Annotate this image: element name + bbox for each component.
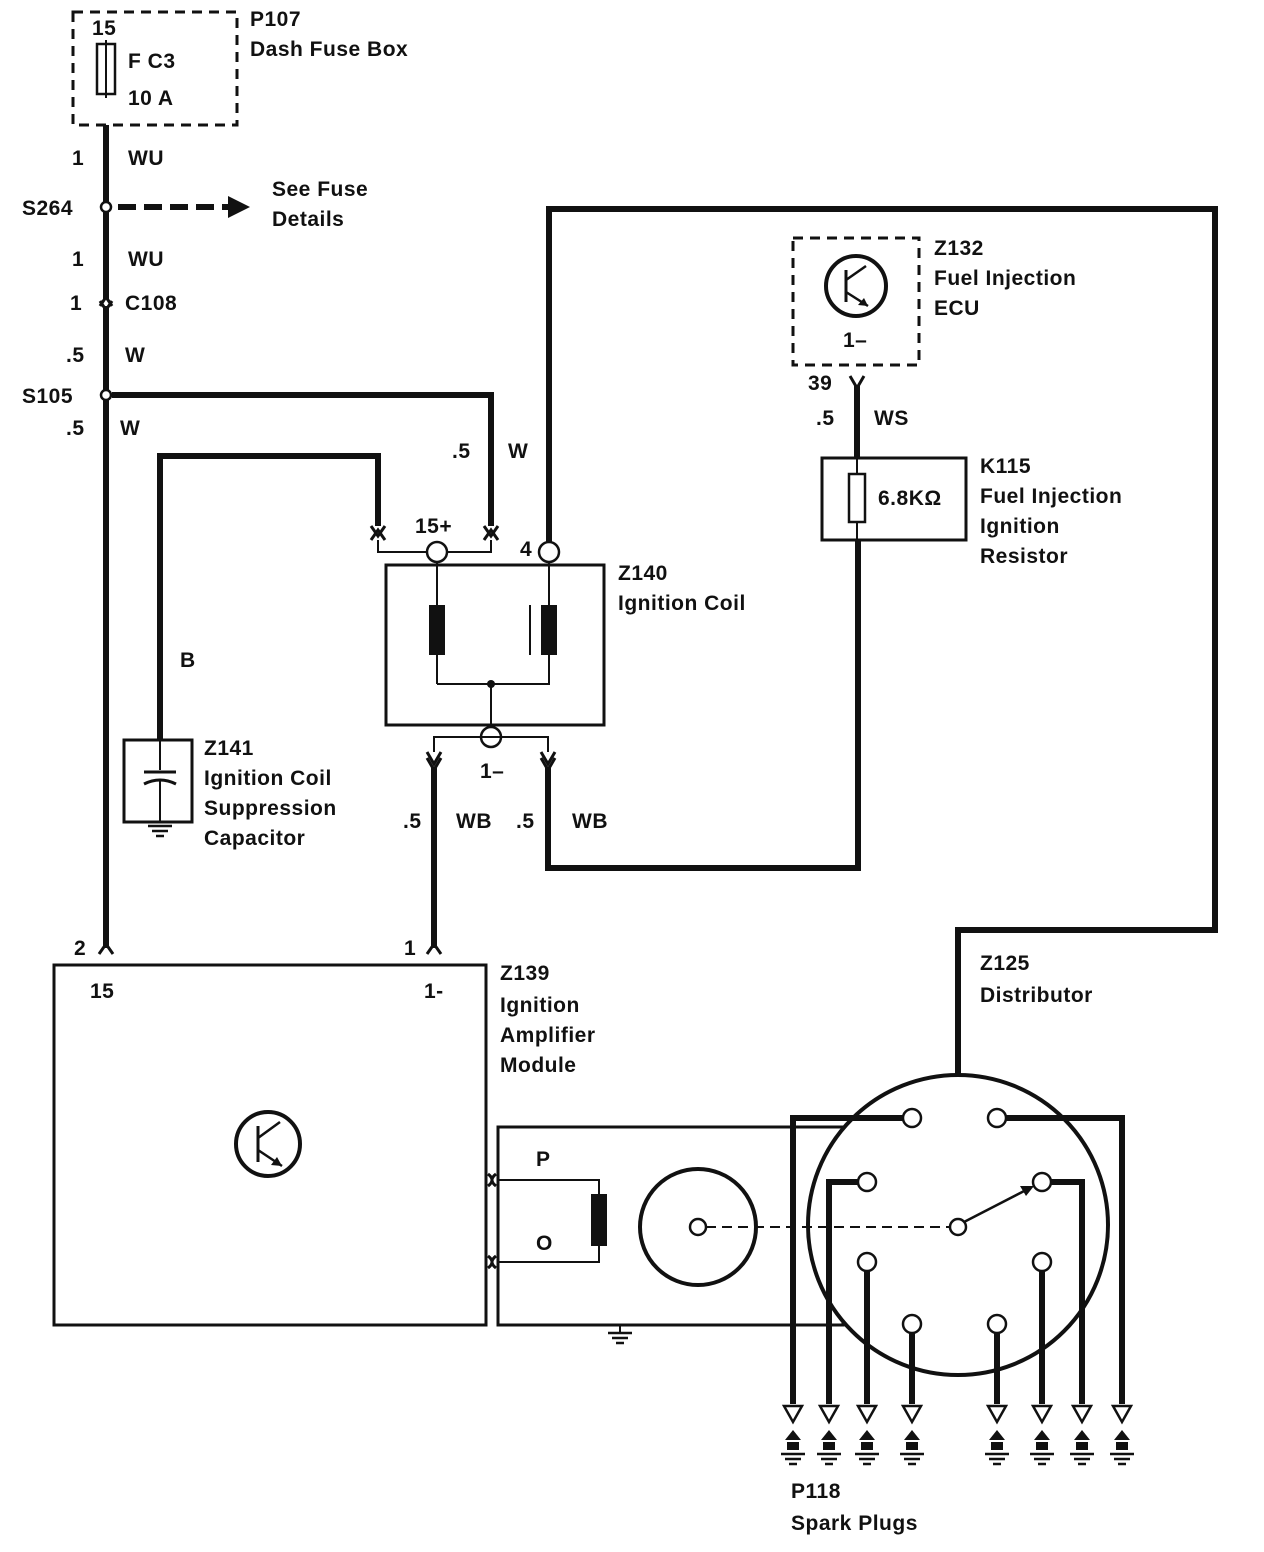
spark-plug-icon bbox=[1110, 1404, 1134, 1466]
neg2-color: WB bbox=[572, 810, 608, 833]
fuse-details-line1: See Fuse bbox=[272, 178, 368, 201]
spark-plugs bbox=[781, 1404, 1134, 1466]
distributor-name: Distributor bbox=[980, 984, 1093, 1007]
coil-negative-wires bbox=[425, 540, 861, 955]
amp-line3: Module bbox=[500, 1054, 577, 1077]
wire3-color: W bbox=[125, 344, 145, 367]
main-feed-wire bbox=[97, 125, 250, 955]
wire1-color: WU bbox=[128, 147, 164, 170]
amp-line1: Ignition bbox=[500, 994, 580, 1017]
fuse-id: F C3 bbox=[128, 50, 176, 73]
fuse-box-name: Dash Fuse Box bbox=[250, 38, 408, 61]
neg1-size: .5 bbox=[403, 810, 422, 833]
plugs-ref: P118 bbox=[791, 1480, 841, 1503]
suppression-capacitor bbox=[122, 738, 194, 838]
capacitor-wire bbox=[157, 453, 387, 740]
coil-feed-wire bbox=[112, 392, 500, 541]
ecu-line1: Fuel Injection bbox=[934, 267, 1076, 290]
resistor-line3: Resistor bbox=[980, 545, 1068, 568]
amp-terminal-neg: 1- bbox=[424, 980, 444, 1003]
wire4-color: W bbox=[120, 417, 140, 440]
wire1-size: 1 bbox=[72, 147, 84, 170]
neg1-color: WB bbox=[456, 810, 492, 833]
spark-plug-icon bbox=[781, 1404, 805, 1466]
resistor-line2: Ignition bbox=[980, 515, 1060, 538]
coil-ref: Z140 bbox=[618, 562, 668, 585]
amp-pin2: 2 bbox=[74, 937, 86, 960]
ecu-ref: Z132 bbox=[934, 237, 984, 260]
ecu-pin-label: 1– bbox=[843, 329, 867, 352]
wire5-size: .5 bbox=[452, 440, 471, 463]
splice-s264: S264 bbox=[22, 197, 73, 220]
ecu-line2: ECU bbox=[934, 297, 980, 320]
distributor-ref: Z125 bbox=[980, 952, 1030, 975]
coil-pos-terminal: 15+ bbox=[415, 515, 452, 538]
spark-plug-icon bbox=[1030, 1404, 1054, 1466]
capacitor-wire-color: B bbox=[180, 649, 196, 672]
ignition-amplifier-module bbox=[52, 963, 488, 1327]
resistor-ref: K115 bbox=[980, 455, 1031, 478]
wire5-color: W bbox=[508, 440, 528, 463]
spark-plug-icon bbox=[985, 1404, 1009, 1466]
amp-pin1: 1 bbox=[404, 937, 416, 960]
dash-fuse-box: 15 F C3 10 A P107 Dash Fuse Box bbox=[71, 8, 408, 127]
fuel-injection-ecu bbox=[791, 236, 921, 458]
ecu-pin: 39 bbox=[808, 372, 832, 395]
hv-lead-wire bbox=[546, 206, 1218, 1226]
ecu-wire-color: WS bbox=[874, 407, 909, 430]
wire4-size: .5 bbox=[66, 417, 85, 440]
distributor bbox=[487, 1073, 1125, 1404]
spark-plug-icon bbox=[817, 1404, 841, 1466]
ecu-wire-size: .5 bbox=[816, 407, 835, 430]
capacitor-line1: Ignition Coil bbox=[204, 767, 332, 790]
fuse-box-ref: P107 bbox=[250, 8, 301, 31]
splice-s105: S105 bbox=[22, 385, 73, 408]
wire3-size: .5 bbox=[66, 344, 85, 367]
coil-neg-terminal: 1– bbox=[480, 760, 504, 783]
fuse-box-terminal: 15 bbox=[92, 17, 116, 40]
ignition-resistor bbox=[820, 456, 968, 542]
amp-terminal-15: 15 bbox=[90, 980, 114, 1003]
amp-line2: Amplifier bbox=[500, 1024, 596, 1047]
wire2-color: WU bbox=[128, 248, 164, 271]
coil-terminal-4: 4 bbox=[520, 538, 532, 561]
spark-plug-icon bbox=[855, 1404, 879, 1466]
neg2-size: .5 bbox=[516, 810, 535, 833]
coil-name: Ignition Coil bbox=[618, 592, 746, 615]
pickup-p: P bbox=[536, 1148, 551, 1171]
spark-plug-icon bbox=[900, 1404, 924, 1466]
wire2-size: 1 bbox=[72, 248, 84, 271]
resistor-line1: Fuel Injection bbox=[980, 485, 1122, 508]
fuse-rating: 10 A bbox=[128, 87, 174, 110]
capacitor-line3: Capacitor bbox=[204, 827, 305, 850]
capacitor-line2: Suppression bbox=[204, 797, 337, 820]
pickup-o: O bbox=[536, 1232, 553, 1255]
connector-pin: 1 bbox=[70, 292, 82, 315]
ignition-coil bbox=[377, 540, 606, 752]
plugs-name: Spark Plugs bbox=[791, 1512, 918, 1535]
resistor-value: 6.8KΩ bbox=[878, 487, 942, 510]
connector-ref: C108 bbox=[125, 292, 177, 315]
capacitor-ref: Z141 bbox=[204, 737, 254, 760]
fuse-details-line2: Details bbox=[272, 208, 344, 231]
spark-plug-icon bbox=[1070, 1404, 1094, 1466]
amp-ref: Z139 bbox=[500, 962, 550, 985]
